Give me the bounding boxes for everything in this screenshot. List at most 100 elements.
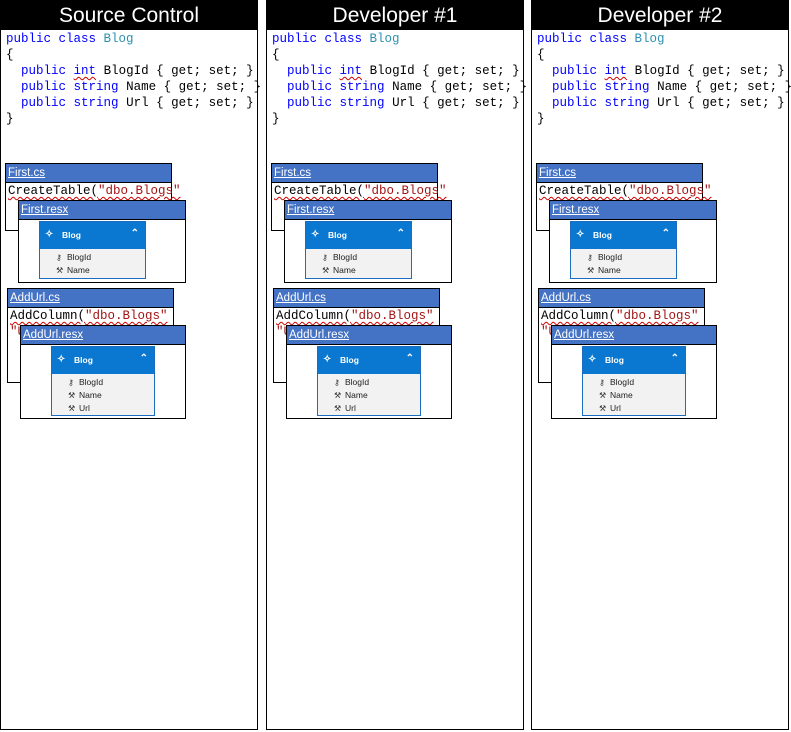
code-prop-rest: BlogId { get; set; } [634, 64, 785, 78]
resx-file[interactable]: AddUrl.resx ✧ Blog ⌃ ⚷BlogId ⚒Name ⚒Url [551, 325, 717, 419]
entity-property: ⚒Url [68, 403, 90, 413]
entity-shape: ✧ Blog ⌃ ⚷BlogId ⚒Name [39, 221, 146, 279]
entity-header: ✧ Blog ⌃ [52, 347, 154, 374]
code-type: string [73, 96, 119, 110]
file-name: AddUrl.cs [8, 289, 173, 308]
column-title: Developer #2 [532, 1, 788, 30]
code-type: int [604, 64, 628, 78]
entity-header: ✧ Blog ⌃ [583, 347, 685, 374]
code-prop-rest: Name { get; set; } [126, 80, 262, 94]
code-close-brace: } [6, 112, 14, 126]
wrench-icon: ⚒ [334, 404, 342, 413]
entity-name: Blog [340, 355, 359, 365]
file-name: First.resx [285, 201, 451, 220]
class-code-block: public class Blog { public int BlogId { … [272, 31, 527, 127]
key-icon: ⚷ [587, 253, 593, 262]
resx-file[interactable]: First.resx ✧ Blog ⌃ ⚷BlogId ⚒Name [284, 200, 452, 283]
code-open-brace: { [537, 48, 545, 62]
code-prop-rest: Name { get; set; } [657, 80, 791, 94]
entity-props: ⚷BlogId ⚒Name ⚒Url [583, 374, 685, 415]
chevron-up-icon: ⌃ [396, 228, 405, 239]
entity-name: Blog [62, 230, 81, 240]
entity-props: ⚷BlogId ⚒Name ⚒Url [52, 374, 154, 415]
code-class-name: Blog [369, 32, 400, 46]
key-icon: ⚷ [56, 253, 62, 262]
code-class-name: Blog [634, 32, 665, 46]
resx-file[interactable]: First.resx ✧ Blog ⌃ ⚷BlogId ⚒Name [18, 200, 186, 283]
entity-shape: ✧ Blog ⌃ ⚷BlogId ⚒Name [570, 221, 677, 279]
migration-code: CreateTable("dbo.Blogs" [274, 184, 447, 198]
entity-icon: ✧ [576, 229, 585, 240]
migration-code: CreateTable("dbo.Blogs" [8, 184, 181, 198]
wrench-icon: ⚒ [68, 404, 76, 413]
resx-file[interactable]: AddUrl.resx ✧ Blog ⌃ ⚷BlogId ⚒Name ⚒Url [20, 325, 186, 419]
entity-property: ⚒Url [599, 403, 621, 413]
entity-property: ⚒Name [68, 390, 102, 400]
code-modifier: public [552, 96, 598, 110]
entity-props: ⚷BlogId ⚒Name ⚒Url [318, 374, 420, 415]
entity-property: ⚒Name [334, 390, 368, 400]
code-keyword: public class [272, 32, 363, 46]
entity-icon: ✧ [323, 354, 332, 365]
column-title: Source Control [1, 1, 257, 30]
entity-property: ⚒Name [599, 390, 633, 400]
entity-shape: ✧ Blog ⌃ ⚷BlogId ⚒Name ⚒Url [51, 346, 155, 416]
column-panel: Developer #2 public class Blog { public … [531, 0, 791, 730]
file-name: AddUrl.cs [274, 289, 439, 308]
code-type: string [73, 80, 119, 94]
file-name: AddUrl.resx [287, 326, 451, 345]
resx-file[interactable]: First.resx ✧ Blog ⌃ ⚷BlogId ⚒Name [549, 200, 717, 283]
code-prop-rest: BlogId { get; set; } [103, 64, 254, 78]
code-keyword: public class [6, 32, 97, 46]
file-name: First.cs [537, 164, 702, 183]
code-type: int [73, 64, 97, 78]
entity-header: ✧ Blog ⌃ [306, 222, 411, 249]
chevron-up-icon: ⌃ [670, 353, 679, 364]
code-class-name: Blog [103, 32, 134, 46]
code-modifier: public [21, 96, 67, 110]
file-name: First.resx [19, 201, 185, 220]
key-icon: ⚷ [599, 378, 605, 387]
entity-property: ⚒Name [322, 265, 356, 275]
code-type: string [604, 96, 650, 110]
column-panel: Source Control public class Blog { publi… [0, 0, 262, 730]
wrench-icon: ⚒ [599, 404, 607, 413]
entity-property: ⚷BlogId [68, 377, 104, 387]
file-name: AddUrl.resx [21, 326, 185, 345]
code-close-brace: } [537, 112, 545, 126]
code-prop-rest: Url { get; set; } [392, 96, 520, 110]
entity-shape: ✧ Blog ⌃ ⚷BlogId ⚒Name [305, 221, 412, 279]
entity-property: ⚒Name [587, 265, 621, 275]
code-open-brace: { [272, 48, 280, 62]
code-modifier: public [287, 64, 333, 78]
migration-code: AddColumn("dbo.Blogs" "U [276, 309, 434, 339]
entity-props: ⚷BlogId ⚒Name [306, 249, 411, 277]
migration-code: AddColumn("dbo.Blogs" "U [10, 309, 168, 339]
code-type: string [339, 80, 385, 94]
code-close-brace: } [272, 112, 280, 126]
entity-property: ⚒Url [334, 403, 356, 413]
entity-icon: ✧ [45, 229, 54, 240]
wrench-icon: ⚒ [334, 391, 342, 400]
resx-file[interactable]: AddUrl.resx ✧ Blog ⌃ ⚷BlogId ⚒Name ⚒Url [286, 325, 452, 419]
wrench-icon: ⚒ [56, 266, 64, 275]
chevron-up-icon: ⌃ [661, 228, 670, 239]
column-panel: Developer #1 public class Blog { public … [266, 0, 527, 730]
code-modifier: public [287, 96, 333, 110]
chevron-up-icon: ⌃ [139, 353, 148, 364]
code-keyword: public class [537, 32, 628, 46]
wrench-icon: ⚒ [68, 391, 76, 400]
key-icon: ⚷ [334, 378, 340, 387]
migration-code: CreateTable("dbo.Blogs" [539, 184, 712, 198]
file-name: First.cs [272, 164, 437, 183]
file-name: AddUrl.cs [539, 289, 704, 308]
code-prop-rest: BlogId { get; set; } [369, 64, 520, 78]
entity-header: ✧ Blog ⌃ [40, 222, 145, 249]
file-name: First.cs [6, 164, 171, 183]
entity-name: Blog [593, 230, 612, 240]
code-prop-rest: Name { get; set; } [392, 80, 528, 94]
entity-header: ✧ Blog ⌃ [571, 222, 676, 249]
wrench-icon: ⚒ [322, 266, 330, 275]
key-icon: ⚷ [322, 253, 328, 262]
entity-header: ✧ Blog ⌃ [318, 347, 420, 374]
